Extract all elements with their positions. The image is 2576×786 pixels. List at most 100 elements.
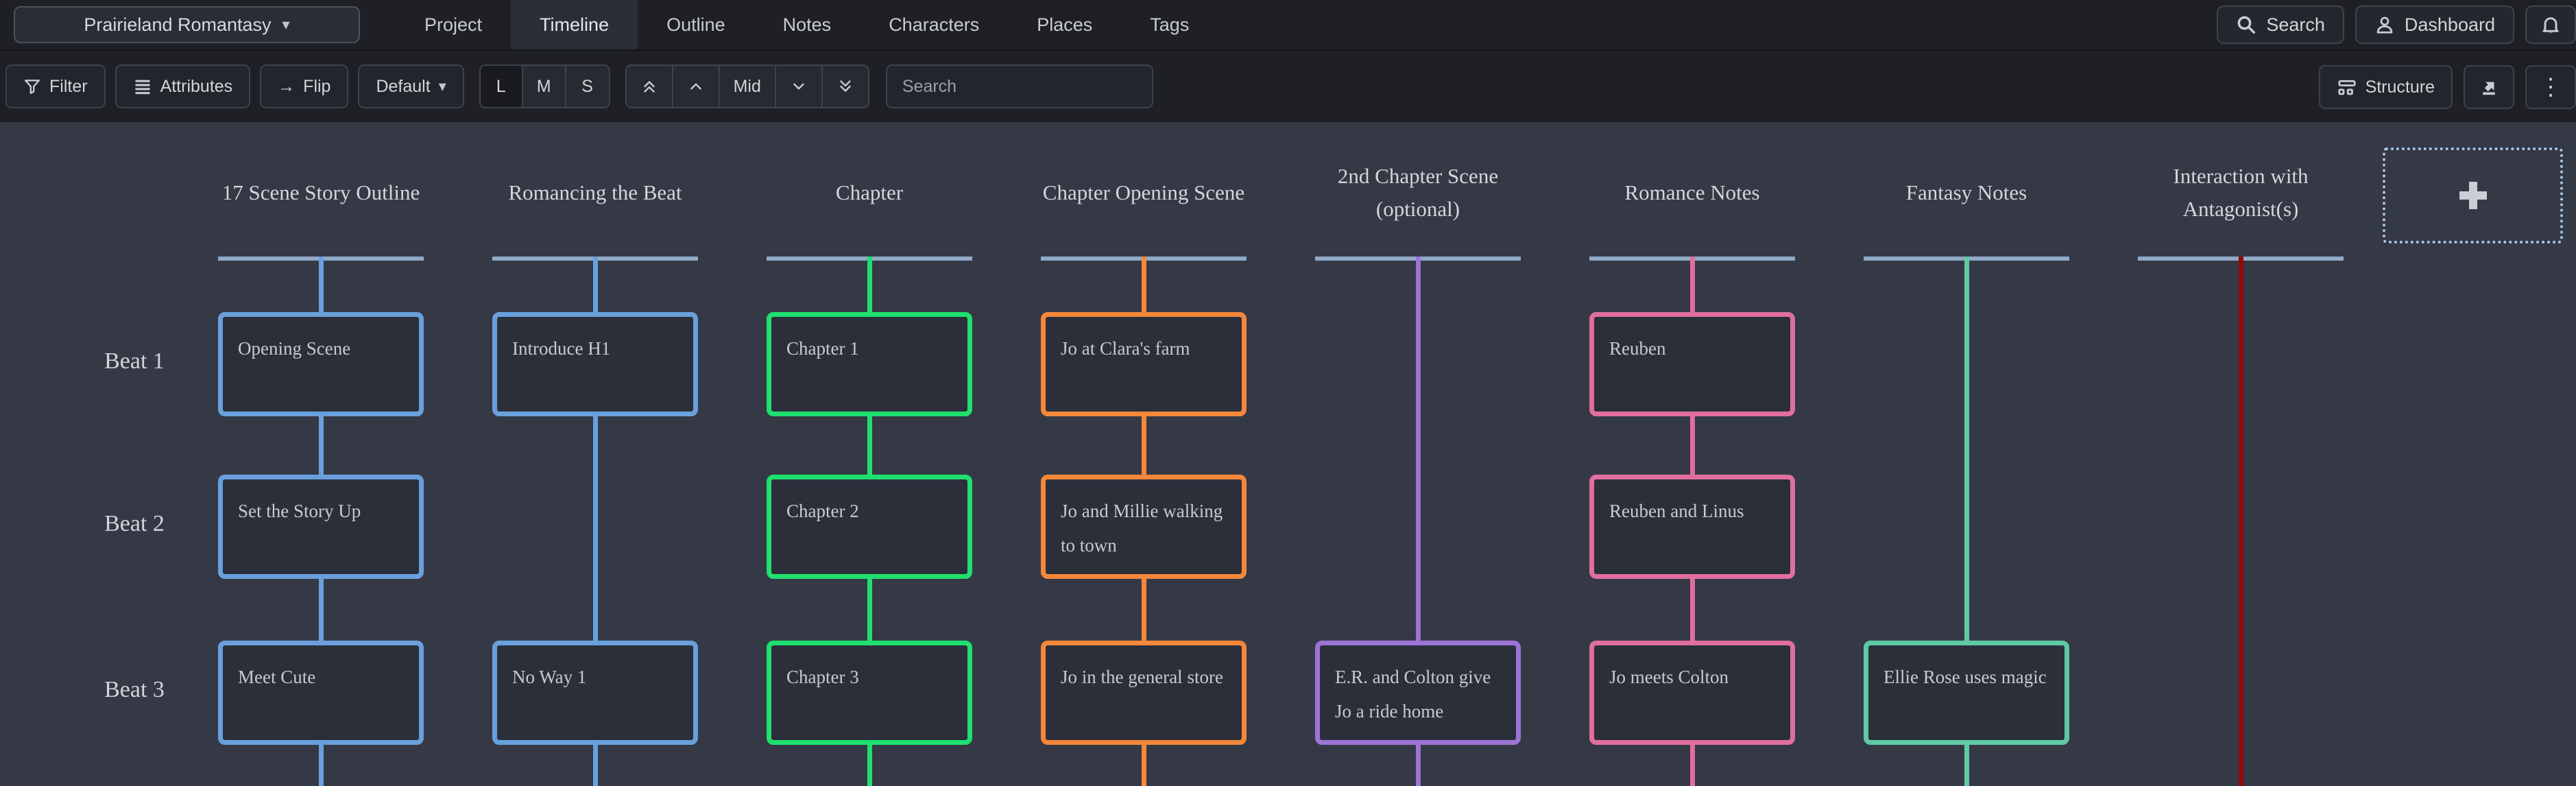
scroll-down-button[interactable] <box>776 66 823 107</box>
scroll-position-label[interactable]: Mid <box>720 66 776 107</box>
project-switcher-button[interactable]: Prairieland Romantasy ▾ <box>14 6 360 43</box>
card-title: Chapter 1 <box>786 338 859 359</box>
column-title[interactable]: Interaction with Antagonist(s) <box>2173 163 2309 221</box>
scene-card[interactable]: Chapter 3 <box>767 641 972 745</box>
scene-card[interactable]: Opening Scene <box>218 312 424 416</box>
scroll-to-end-button[interactable] <box>823 66 868 107</box>
structure-button-label: Structure <box>2365 77 2435 97</box>
toolbar-right-group: Structure ⋮ <box>2318 51 2576 123</box>
flip-button-label: Flip <box>303 76 331 96</box>
chevron-down-icon: ▾ <box>282 16 290 33</box>
search-button-label: Search <box>2266 14 2325 35</box>
dashboard-button-label: Dashboard <box>2404 14 2495 35</box>
user-icon <box>2376 16 2393 34</box>
timeline-grid: Beat 1 Beat 2 Beat 3 17 Scene Story Outl… <box>0 122 2576 786</box>
scene-card[interactable]: Introduce H1 <box>492 312 698 416</box>
card-title: Chapter 2 <box>786 501 859 521</box>
card-title: Chapter 3 <box>786 667 859 687</box>
timeline-column: Fantasy Notes Ellie Rose uses magic <box>1829 122 2104 786</box>
card-title: Jo and Millie walking to town <box>1061 501 1223 556</box>
card-title: Reuben and Linus <box>1609 501 1744 521</box>
column-title[interactable]: 17 Scene Story Outline <box>221 180 420 204</box>
scene-card[interactable]: Chapter 1 <box>767 312 972 416</box>
export-button[interactable] <box>2464 65 2514 109</box>
tab-outline[interactable]: Outline <box>666 14 725 35</box>
chevron-down-icon: ▾ <box>438 78 446 95</box>
attributes-button-label: Attributes <box>160 76 233 96</box>
structure-button[interactable]: Structure <box>2318 65 2453 109</box>
scene-card[interactable]: Jo and Millie walking to town <box>1041 475 1247 579</box>
attributes-button[interactable]: Attributes <box>115 64 251 108</box>
beat-row-label[interactable]: Beat 3 <box>104 677 165 702</box>
card-title: Opening Scene <box>238 338 351 359</box>
column-title[interactable]: Chapter Opening Scene <box>1042 180 1245 204</box>
double-chevron-up-icon <box>643 81 655 93</box>
tab-project[interactable]: Project <box>424 14 483 35</box>
tab-characters[interactable]: Characters <box>889 14 980 35</box>
tab-notes[interactable]: Notes <box>782 14 832 35</box>
column-title[interactable]: Chapter <box>835 180 904 204</box>
tab-places[interactable]: Places <box>1037 14 1093 35</box>
scene-card[interactable]: Chapter 2 <box>767 475 972 579</box>
card-title: Ellie Rose uses magic <box>1883 667 2047 687</box>
dashboard-button[interactable]: Dashboard <box>2355 5 2514 44</box>
card-title: Set the Story Up <box>238 501 361 521</box>
scene-card[interactable]: Jo in the general store <box>1041 641 1247 745</box>
beat-row-label[interactable]: Beat 2 <box>104 511 165 536</box>
scene-card[interactable]: Set the Story Up <box>218 475 424 579</box>
scene-card[interactable]: Reuben <box>1589 312 1795 416</box>
timeline-column: 17 Scene Story Outline Opening Scene Set… <box>184 122 458 786</box>
timeline-column: Interaction with Antagonist(s) <box>2104 122 2378 786</box>
scroll-up-button[interactable] <box>673 66 720 107</box>
card-title: Introduce H1 <box>512 338 611 359</box>
timeline-search-input[interactable] <box>885 64 1153 108</box>
filter-funnel-icon <box>25 80 40 94</box>
filter-button-label: Filter <box>49 76 88 96</box>
tab-tags[interactable]: Tags <box>1150 14 1190 35</box>
column-title[interactable]: Fantasy Notes <box>1905 180 2027 204</box>
search-button[interactable]: Search <box>2217 5 2344 44</box>
card-title: E.R. and Colton give Jo a ride home <box>1335 667 1491 722</box>
card-title: Reuben <box>1609 338 1666 359</box>
template-dropdown[interactable]: Default ▾ <box>358 64 464 108</box>
size-small-button[interactable]: S <box>581 76 593 96</box>
scene-card[interactable]: Jo meets Colton <box>1589 641 1795 745</box>
scene-card[interactable]: Jo at Clara's farm <box>1041 312 1247 416</box>
nav-tabs: Project Timeline Outline Notes Character… <box>396 0 1218 49</box>
card-title: Jo at Clara's farm <box>1061 338 1190 359</box>
column-title[interactable]: Romance Notes <box>1624 180 1760 204</box>
card-title: No Way 1 <box>512 667 587 687</box>
size-toggle-group: L M S <box>479 64 610 108</box>
filter-button[interactable]: Filter <box>5 64 106 108</box>
column-title[interactable]: Romancing the Beat <box>508 180 682 204</box>
size-large-button[interactable]: L <box>480 66 523 107</box>
column-title[interactable]: 2nd Chapter Scene (optional) <box>1337 163 1499 221</box>
size-medium-button[interactable]: M <box>523 66 566 107</box>
timeline-column: Romancing the Beat Introduce H1 No Way 1 <box>458 122 732 786</box>
structure-icon <box>2337 80 2356 95</box>
export-arrow-icon <box>2483 82 2495 95</box>
scene-card[interactable]: Ellie Rose uses magic <box>1864 641 2069 745</box>
scroll-group: Mid <box>625 64 869 108</box>
attributes-list-icon <box>135 80 150 95</box>
beat-row-label[interactable]: Beat 1 <box>104 348 165 374</box>
column-line <box>2238 257 2243 786</box>
flip-button[interactable]: → Flip <box>260 64 349 108</box>
column-line <box>1415 257 1421 786</box>
scene-card[interactable]: No Way 1 <box>492 641 698 745</box>
add-column-button[interactable] <box>2383 147 2563 243</box>
tab-timeline[interactable]: Timeline <box>511 0 638 49</box>
scene-card[interactable]: Reuben and Linus <box>1589 475 1795 579</box>
scene-card[interactable]: Meet Cute <box>218 641 424 745</box>
more-options-button[interactable]: ⋮ <box>2525 65 2576 109</box>
scroll-to-start-button[interactable] <box>627 66 673 107</box>
search-icon <box>2237 16 2256 34</box>
nav-right-group: Search Dashboard <box>2217 0 2576 49</box>
template-dropdown-label: Default <box>376 76 431 96</box>
scene-card[interactable]: E.R. and Colton give Jo a ride home <box>1315 641 1521 745</box>
plus-icon <box>2459 182 2487 209</box>
timeline-column: Chapter Chapter 1 Chapter 2 Chapter 3 <box>732 122 1007 786</box>
chevron-up-icon <box>690 83 701 90</box>
flip-arrow-icon: → <box>278 76 296 96</box>
notifications-button[interactable] <box>2525 5 2576 44</box>
